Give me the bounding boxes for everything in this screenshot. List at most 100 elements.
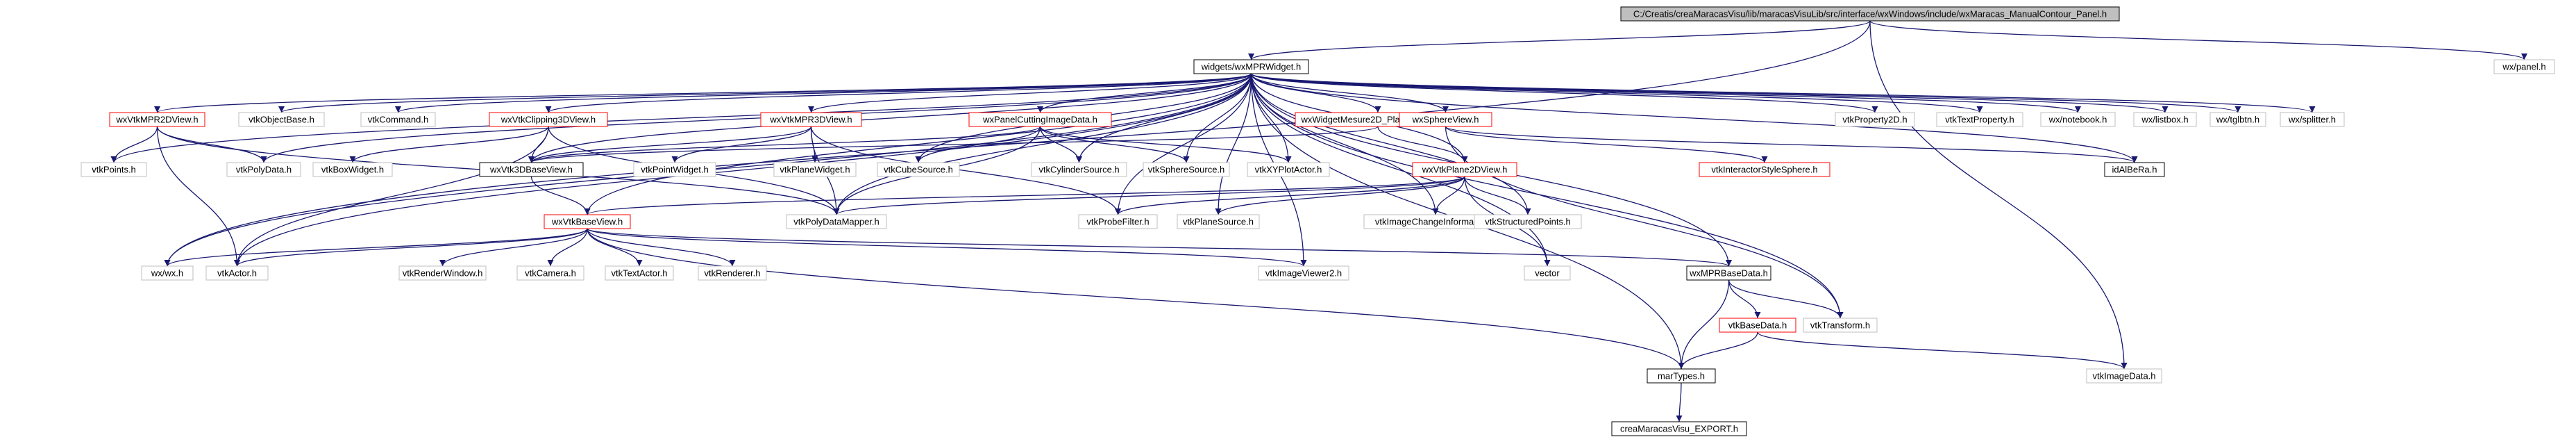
node-box — [786, 214, 887, 229]
nodes: C:/Creatis/creaMaracasVisu/lib/maracasVi… — [81, 6, 2555, 436]
edge-wxmprwidget-to-vtkspheresource — [1183, 73, 1252, 163]
edge-wxvtkmpr3dview-to-vtkprobefilter — [810, 126, 1121, 215]
node-vtktextproperty[interactable]: vtkTextProperty.h — [1936, 112, 2023, 127]
node-label: vtkStructuredPoints.h — [1485, 217, 1571, 227]
node-vtkrenderwindow[interactable]: vtkRenderWindow.h — [398, 265, 487, 281]
edge-wxmprwidget-to-wxvtk3dbaseview — [528, 73, 1252, 163]
node-vtkcylindersource[interactable]: vtkCylinderSource.h — [1031, 162, 1127, 177]
node-vtkpointwidget[interactable]: vtkPointWidget.h — [633, 162, 716, 177]
node-vtkstructuredpoints[interactable]: vtkStructuredPoints.h — [1474, 214, 1582, 229]
edge-wxmprwidget-to-vtkobjectbase — [278, 73, 1252, 113]
node-vtkcubesource[interactable]: vtkCubeSource.h — [877, 162, 960, 177]
node-vtkplanesource[interactable]: vtkPlaneSource.h — [1177, 214, 1260, 229]
node-label: wxVtkClipping3DView.h — [500, 115, 596, 125]
node-box — [544, 214, 631, 229]
node-vtkpolydata[interactable]: vtkPolyData.h — [226, 162, 301, 177]
node-wxvtkmpr3dview[interactable]: wxVtkMPR3DView.h — [760, 112, 862, 127]
node-box — [773, 162, 857, 177]
edge-vtkbasedata-to-martypes — [1678, 331, 1758, 370]
node-vector[interactable]: vector — [1524, 265, 1571, 281]
node-label: wxPanelCuttingImageData.h — [982, 115, 1097, 125]
node-vtkxyplotactor[interactable]: vtkXYPlotActor.h — [1247, 162, 1330, 177]
node-martypes[interactable]: marTypes.h — [1647, 368, 1716, 384]
node-box — [760, 112, 862, 127]
node-wxvtkplane2dview[interactable]: wxVtkPlane2DView.h — [1412, 162, 1517, 177]
node-box — [489, 112, 608, 127]
edge-wxmprwidget-to-vtkprobefilter — [1114, 73, 1252, 215]
edge-wxmprwidget-to-vtkactor — [234, 73, 1252, 267]
node-vtkproperty2d[interactable]: vtkProperty2D.h — [1835, 112, 1915, 127]
node-label: marTypes.h — [1658, 371, 1705, 381]
node-vtkpoints[interactable]: vtkPoints.h — [81, 162, 147, 177]
node-vtkpolydatamapper[interactable]: vtkPolyDataMapper.h — [786, 214, 887, 229]
edge-wxvtkplane2dview-to-vtkimagechangeinformation — [1432, 176, 1465, 215]
node-vtkcommand[interactable]: vtkCommand.h — [360, 112, 436, 127]
node-wxpanel[interactable]: wx/panel.h — [2493, 59, 2555, 74]
node-vtkprobefilter[interactable]: vtkProbeFilter.h — [1078, 214, 1158, 229]
edge-wxmprwidget-to-wxvtkmpr2dview — [154, 73, 1252, 113]
edge-wxvtkmpr2dview-to-vtkactor — [156, 126, 241, 267]
node-idalbera[interactable]: idAlBeRa.h — [2104, 162, 2165, 177]
node-box — [1193, 59, 1309, 74]
node-label: vtkCubeSource.h — [884, 165, 953, 175]
node-vtkimagechangeinformation[interactable]: vtkImageChangeInformation.h — [1363, 214, 1508, 229]
node-label: vtkCylinderSource.h — [1038, 165, 1119, 175]
edge-wxmprwidget-to-wxtglbtn — [1250, 73, 2241, 113]
edge-wxmprwidget-to-vtkpolydatamapper — [833, 73, 1252, 215]
node-vtkobjectbase[interactable]: vtkObjectBase.h — [238, 112, 325, 127]
node-vtkcamera[interactable]: vtkCamera.h — [516, 265, 584, 281]
node-vtktextactor[interactable]: vtkTextActor.h — [605, 265, 674, 281]
node-box — [1078, 214, 1158, 229]
node-vtkimagedata[interactable]: vtkImageData.h — [2086, 368, 2162, 384]
node-root[interactable]: C:/Creatis/creaMaracasVisu/lib/maracasVi… — [1620, 6, 2120, 22]
node-wxvtkclipping3dview[interactable]: wxVtkClipping3DView.h — [489, 112, 608, 127]
node-label: creaMaracasVisu_EXPORT.h — [1620, 424, 1738, 434]
node-box — [1835, 112, 1915, 127]
edge-wxmprwidget-to-vtkpoints — [110, 73, 1252, 163]
node-vtkrenderer[interactable]: vtkRenderer.h — [698, 265, 767, 281]
node-label: wxVtkMPR2DView.h — [115, 115, 198, 125]
node-wxvtkmpr2dview[interactable]: wxVtkMPR2DView.h — [109, 112, 205, 127]
node-vtkactor[interactable]: vtkActor.h — [205, 265, 269, 281]
node-vtkinteractorstylesphere[interactable]: vtkInteractorStyleSphere.h — [1699, 162, 1830, 177]
node-vtkspheresource[interactable]: vtkSphereSource.h — [1143, 162, 1230, 177]
edge-wxmprbasedata-to-vtkbasedata — [1728, 279, 1761, 319]
edge-wxvtkplane2dview-to-vtkplanesource — [1215, 176, 1465, 215]
node-wxsphereview[interactable]: wxSphereView.h — [1399, 112, 1492, 127]
node-box — [1719, 318, 1796, 333]
node-box — [2280, 112, 2345, 127]
edge-wxvtkbaseview-to-vtkcamera — [547, 228, 588, 267]
node-wxpanelcuttingimagedata[interactable]: wxPanelCuttingImageData.h — [968, 112, 1112, 127]
node-vtkbasedata[interactable]: vtkBaseData.h — [1719, 318, 1796, 333]
edge-wxpanelcuttingimagedata-to-wxvtk3dbaseview — [528, 126, 1041, 163]
node-wxlistbox[interactable]: wx/listbox.h — [2133, 112, 2197, 127]
edge-wxvtkmpr3dview-to-wxvtk3dbaseview — [528, 126, 812, 163]
node-wxmprbasedata[interactable]: wxMPRBaseData.h — [1686, 265, 1771, 281]
edge-wxmprbasedata-to-vtktransform — [1728, 279, 1844, 319]
node-label: wx/listbox.h — [2141, 115, 2188, 125]
node-creamaracasvisu_export[interactable]: creaMaracasVisu_EXPORT.h — [1611, 421, 1747, 436]
edges — [110, 20, 2527, 422]
node-wxmprwidget[interactable]: widgets/wxMPRWidget.h — [1193, 59, 1309, 74]
edge-wxmprwidget-to-wxsplitter — [1250, 73, 2316, 113]
node-wxwx[interactable]: wx/wx.h — [141, 265, 194, 281]
node-vtkplanewidget[interactable]: vtkPlaneWidget.h — [773, 162, 857, 177]
node-vtkboxwidget[interactable]: vtkBoxWidget.h — [312, 162, 393, 177]
node-box — [312, 162, 393, 177]
node-wxvtk3dbaseview[interactable]: wxVtk3DBaseView.h — [479, 162, 584, 177]
node-wxnotebook[interactable]: wx/notebook.h — [2040, 112, 2116, 127]
edge-wxvtkbaseview-to-martypes — [587, 228, 1685, 370]
node-box — [226, 162, 301, 177]
node-vtkimageviewer2[interactable]: vtkImageViewer2.h — [1258, 265, 1349, 281]
node-vtktransform[interactable]: vtkTransform.h — [1803, 318, 1878, 333]
node-wxtglbtn[interactable]: wx/tglbtn.h — [2209, 112, 2266, 127]
edge-wxmprwidget-to-wxvtkbaseview — [584, 73, 1252, 215]
node-box — [1258, 265, 1349, 281]
edge-wxpanelcuttingimagedata-to-vtkxyplotactor — [1039, 126, 1292, 163]
node-wxsplitter[interactable]: wx/splitter.h — [2280, 112, 2345, 127]
edge-wxmprwidget-to-wxvtkmpr3dview — [808, 73, 1252, 113]
node-box — [1247, 162, 1330, 177]
node-label: idAlBeRa.h — [2112, 165, 2157, 175]
edge-wxvtkplane2dview-to-vtkpolydatamapper — [833, 176, 1465, 215]
node-wxvtkbaseview[interactable]: wxVtkBaseView.h — [544, 214, 631, 229]
